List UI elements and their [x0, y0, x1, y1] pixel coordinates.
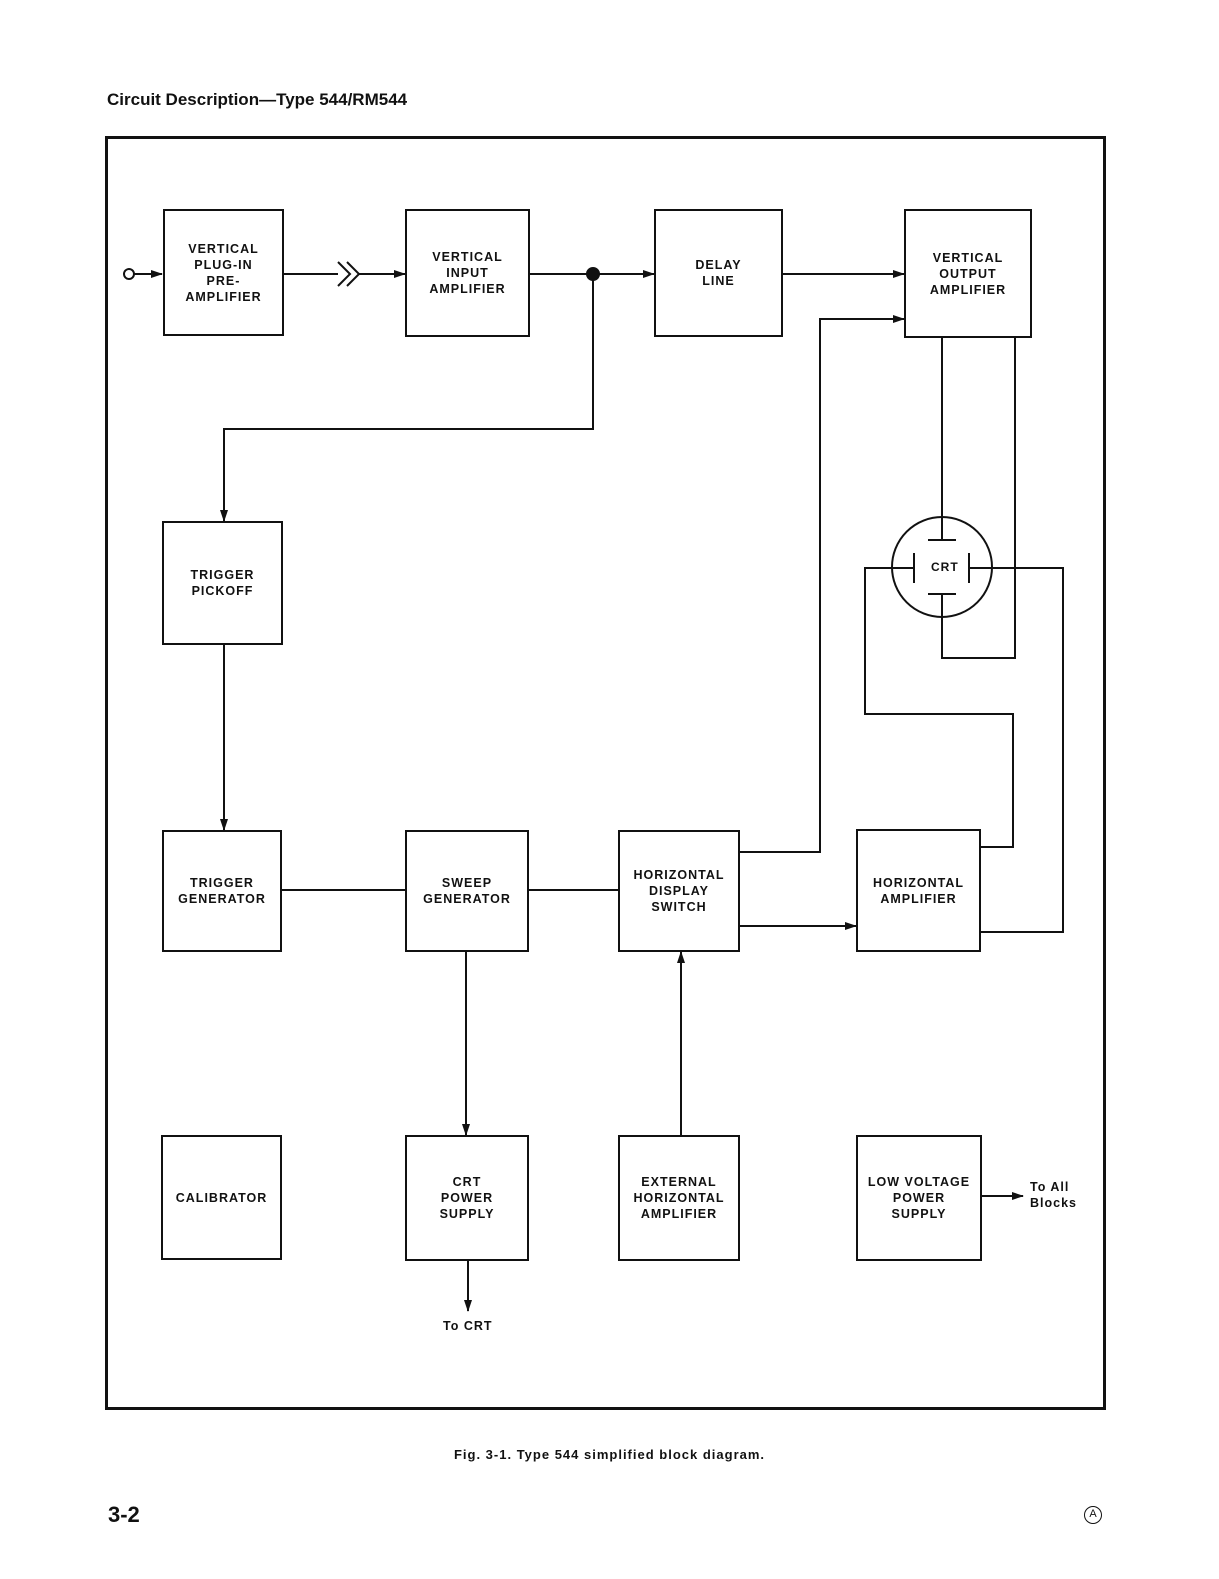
block-horizontal-amplifier: HORIZONTAL AMPLIFIER: [856, 829, 981, 952]
block-trigger-generator: TRIGGER GENERATOR: [162, 830, 282, 952]
page-header: Circuit Description—Type 544/RM544: [107, 90, 408, 109]
block-external-horizontal-amplifier: EXTERNAL HORIZONTAL AMPLIFIER: [618, 1135, 740, 1261]
block-calibrator: CALIBRATOR: [161, 1135, 282, 1260]
label-to-all-blocks: To All Blocks: [1030, 1180, 1077, 1210]
connector-symbol-icon: [337, 261, 361, 287]
label-to-crt: To CRT: [443, 1319, 493, 1333]
block-trigger-pickoff: TRIGGER PICKOFF: [162, 521, 283, 645]
wire-switch-to-vert-output: [739, 315, 905, 853]
crt-label: CRT: [931, 560, 959, 574]
block-crt-power-supply: CRT POWER SUPPLY: [405, 1135, 529, 1261]
wire-hamp-to-crt-right: [969, 567, 1064, 933]
block-low-voltage-power-supply: LOW VOLTAGE POWER SUPPLY: [856, 1135, 982, 1261]
revision-mark-icon: A: [1084, 1506, 1102, 1524]
block-vertical-input-amplifier: VERTICAL INPUT AMPLIFIER: [405, 209, 530, 337]
wire-hamp-to-crt-left: [864, 567, 1014, 848]
block-horizontal-display-switch: HORIZONTAL DISPLAY SWITCH: [618, 830, 740, 952]
diagram-frame: [105, 136, 1106, 1410]
wire-vout-to-crt-bottom: [941, 337, 1016, 659]
block-vertical-output-amplifier: VERTICAL OUTPUT AMPLIFIER: [904, 209, 1032, 338]
wire-junction-to-trigger-pickoff: [220, 274, 594, 522]
block-sweep-generator: SWEEP GENERATOR: [405, 830, 529, 952]
figure-caption: Fig. 3-1. Type 544 simplified block diag…: [453, 1447, 766, 1462]
input-terminal-icon: [123, 268, 135, 280]
block-delay-line: DELAY LINE: [654, 209, 783, 337]
page-number: 3-2: [108, 1502, 140, 1527]
block-vertical-plugin-preamplifier: VERTICAL PLUG-IN PRE- AMPLIFIER: [163, 209, 284, 336]
